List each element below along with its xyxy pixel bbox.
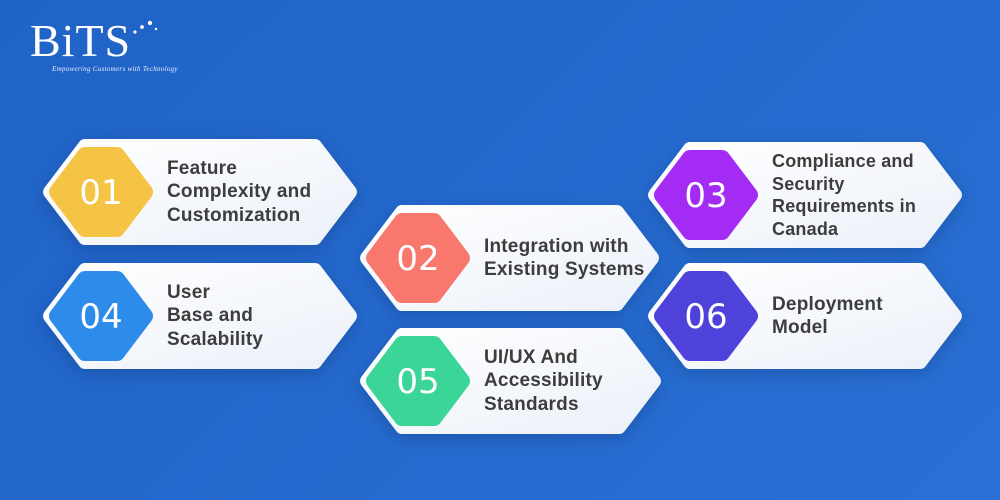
item-number: 06 (684, 297, 727, 337)
item-number: 05 (396, 362, 439, 402)
item-label: Feature Complexity and Customization (167, 158, 312, 226)
item-label: User Base and Scalability (167, 282, 264, 350)
banner-shape: 03 (648, 142, 962, 248)
number-hexagon (49, 147, 153, 237)
banner-shape: 02 (360, 205, 659, 311)
item-06: 06 Deployment Model (645, 260, 965, 372)
number-hexagon (654, 271, 758, 361)
number-hexagon (366, 336, 470, 426)
item-number: 03 (684, 176, 727, 216)
logo-tagline: Empowering Customers with Technology (52, 65, 178, 73)
item-label: Deployment Model (772, 293, 883, 338)
item-label: Compliance and Security Requirements in … (772, 151, 917, 239)
item-number: 01 (79, 173, 122, 213)
item-02: 02 Integration with Existing Systems (357, 202, 662, 314)
number-hexagon (654, 150, 758, 240)
item-03: 03 Compliance and Security Requirements … (645, 138, 965, 252)
number-hexagon (366, 213, 470, 303)
item-04: 04 User Base and Scalability (40, 260, 360, 372)
number-hexagon (49, 271, 153, 361)
banner-shape: 01 (43, 139, 357, 245)
banner-shape: 04 (43, 263, 357, 369)
item-label: UI/UX And Accessibility Standards (484, 347, 603, 415)
banner-shape: 06 (648, 263, 962, 369)
item-number: 02 (396, 239, 439, 279)
item-label: Integration with Existing Systems (484, 235, 645, 280)
banner-shape: 05 (360, 328, 661, 434)
item-05: 05 UI/UX And Accessibility Standards (357, 325, 664, 437)
item-01: 01 Feature Complexity and Customization (40, 136, 360, 248)
item-number: 04 (79, 297, 122, 337)
sparkle-icon (133, 20, 158, 34)
logo: BiTS Empowering Customers with Technolog… (30, 15, 178, 74)
logo-text: BiTS (30, 15, 132, 66)
